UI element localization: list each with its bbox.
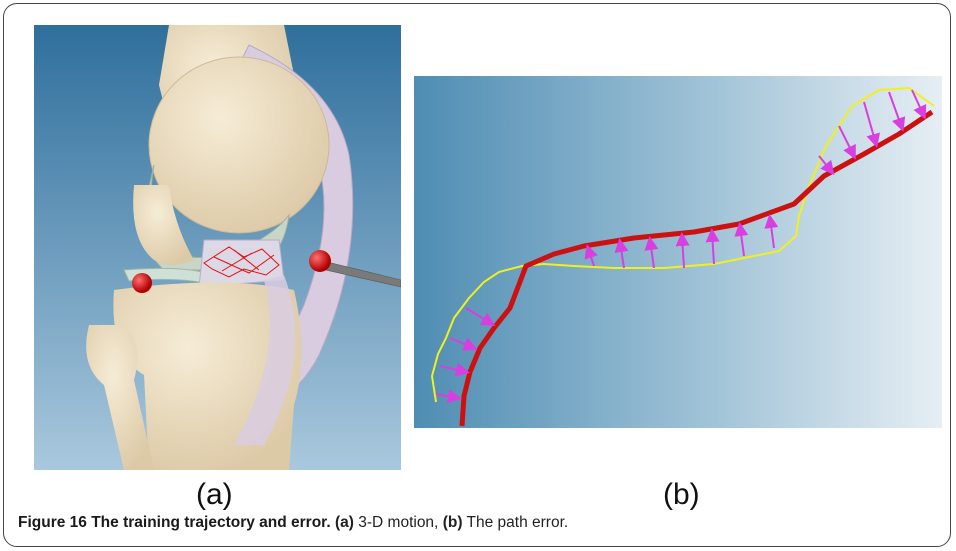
knee-model-illustration bbox=[34, 25, 401, 470]
panel-a-knee-model bbox=[34, 25, 401, 470]
panel-b-path-error bbox=[414, 76, 942, 428]
figure-caption: Figure 16 The training trajectory and er… bbox=[18, 514, 938, 532]
caption-label-a: (a) bbox=[335, 514, 354, 531]
caption-text-a: 3-D motion, bbox=[358, 514, 438, 531]
caption-text-b: The path error. bbox=[467, 514, 569, 531]
femoral-condyle bbox=[149, 57, 329, 233]
panel-label-a: (a) bbox=[196, 478, 233, 512]
marker-sphere-left bbox=[132, 273, 152, 293]
figure-title: Figure 16 The training trajectory and er… bbox=[18, 514, 331, 531]
marker-sphere-right bbox=[309, 250, 331, 272]
panel-label-b: (b) bbox=[663, 478, 700, 512]
path-error-plot bbox=[414, 76, 942, 428]
caption-label-b: (b) bbox=[443, 514, 463, 531]
